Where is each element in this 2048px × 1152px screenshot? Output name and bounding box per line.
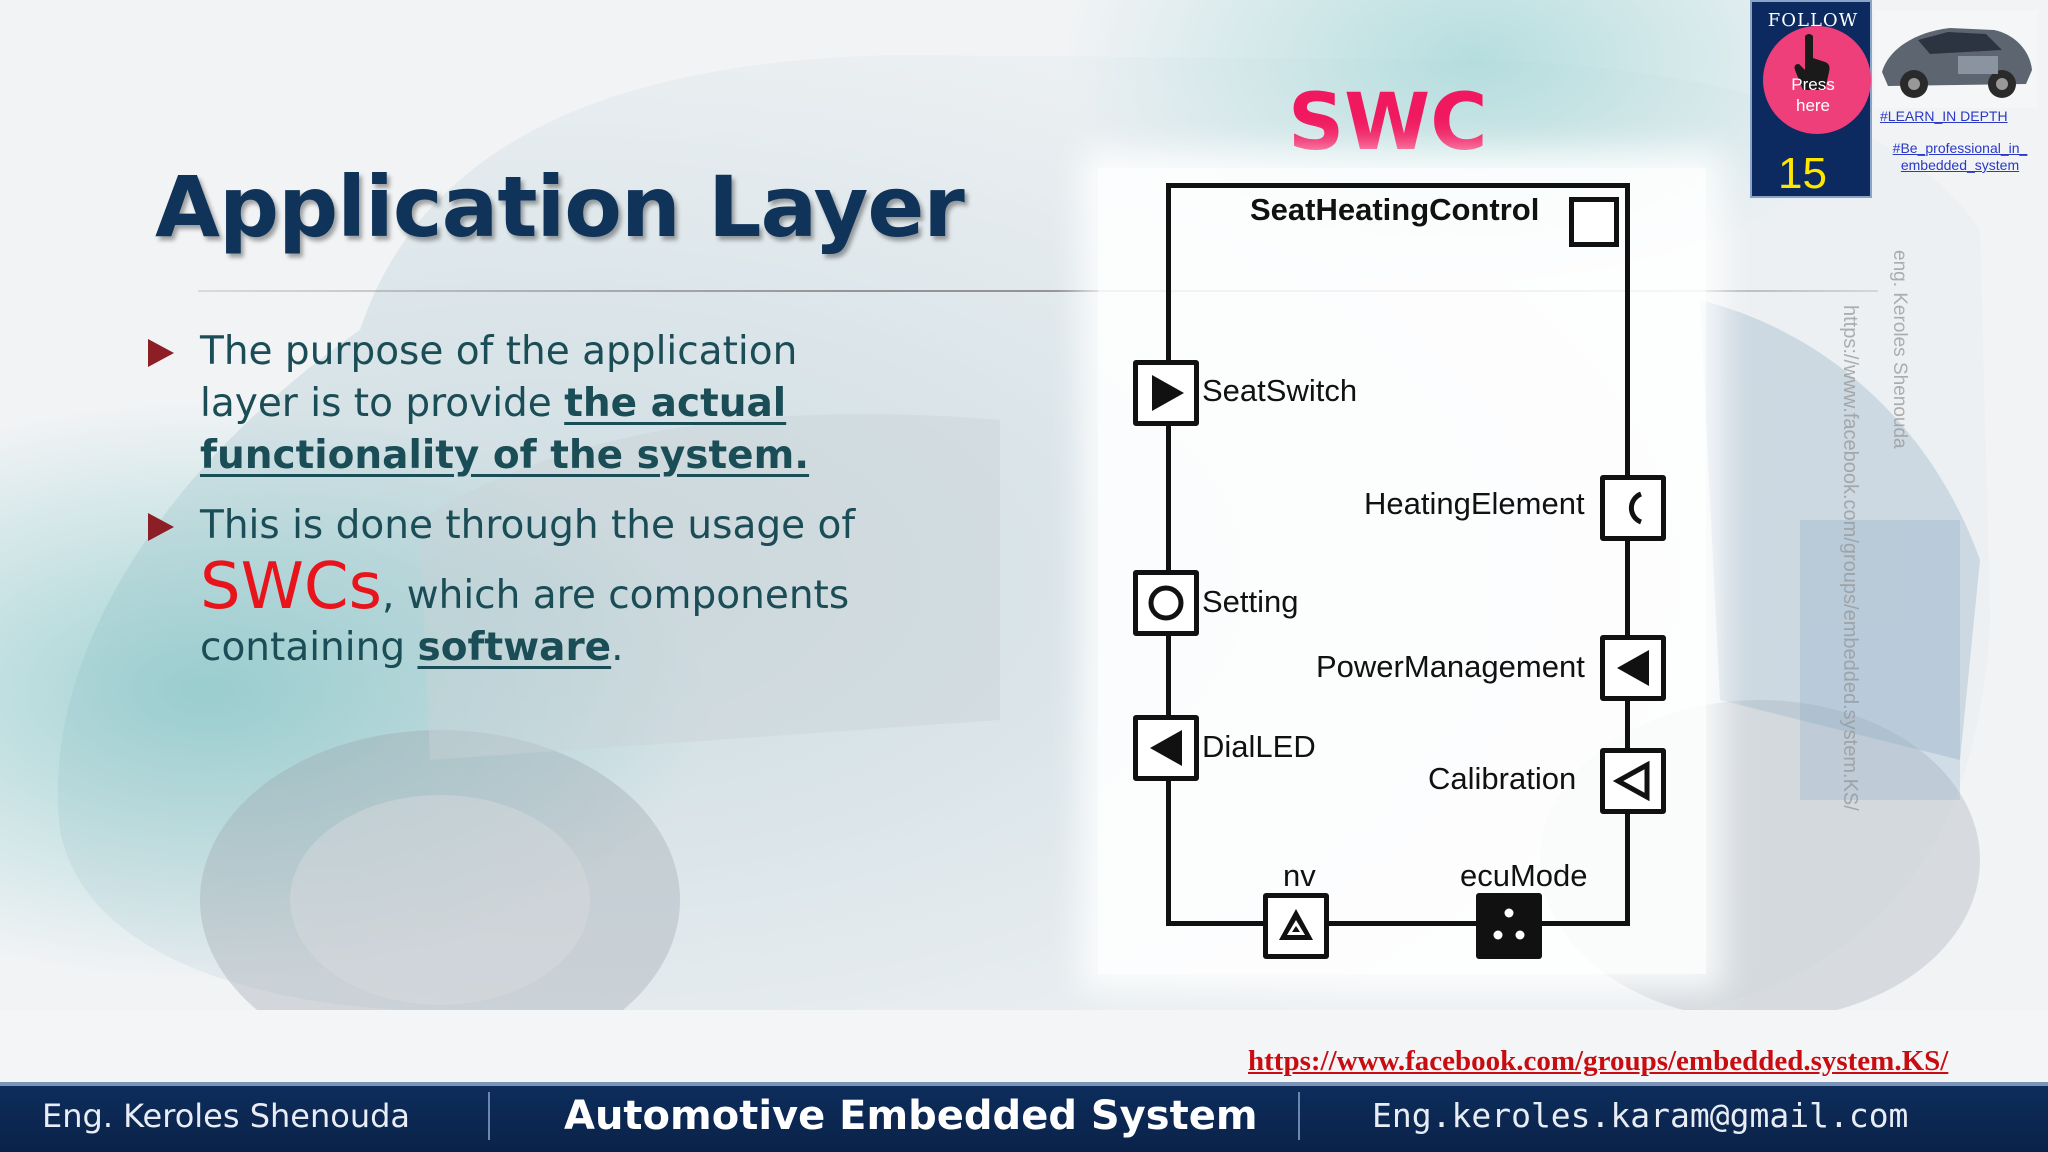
page-title: Application Layer	[155, 158, 965, 256]
calibration-label: Calibration	[1428, 761, 1577, 796]
press-here-text: Press here	[1791, 75, 1835, 115]
bullet-text-post: .	[611, 625, 624, 670]
bullet-text: This is done through the usage of	[200, 503, 856, 548]
component-name: SeatHeatingControl	[1250, 192, 1540, 227]
bullet-text: The purpose of the application layer is …	[200, 329, 798, 426]
footer-email[interactable]: Eng.keroles.karam@gmail.com	[1372, 1096, 1909, 1135]
bullet-arrow-icon	[148, 513, 174, 541]
component-icon	[1569, 197, 1619, 247]
dial-led-label: DialLED	[1202, 729, 1316, 764]
nv-port-icon	[1263, 893, 1329, 959]
footer-divider	[488, 1092, 490, 1140]
component-box	[1166, 183, 1630, 926]
ecu-mode-port-icon	[1476, 893, 1542, 959]
author-watermark: eng. Keroles Shenouda	[1889, 250, 1910, 449]
bullet-swcs: This is done through the usage of SWCs, …	[148, 500, 940, 674]
title-divider	[198, 290, 1878, 292]
press-here-button[interactable]	[1763, 26, 1871, 134]
software-emphasis: software	[417, 625, 612, 670]
dial-led-port-icon	[1133, 715, 1199, 781]
hand-pointer-icon	[1794, 34, 1830, 90]
footer-divider	[1298, 1092, 1300, 1140]
swc-heading: SWC	[1288, 78, 1488, 168]
power-management-port-icon	[1600, 635, 1666, 701]
calibration-port-icon	[1600, 748, 1666, 814]
power-management-label: PowerManagement	[1316, 649, 1585, 684]
bullet-arrow-icon	[148, 339, 174, 367]
be-professional-link[interactable]: #Be_professional_in_ embedded_system	[1892, 140, 2028, 173]
footer-course-title: Automotive Embedded System	[564, 1093, 1258, 1139]
bullet-text-mid: , which are components containing	[200, 573, 850, 670]
setting-port-icon	[1133, 570, 1199, 636]
footer-author: Eng. Keroles Shenouda	[42, 1097, 411, 1135]
facebook-group-link[interactable]: https://www.facebook.com/groups/embedded…	[1248, 1045, 1949, 1077]
footer-bar	[0, 1082, 2048, 1152]
nv-label: nv	[1283, 858, 1316, 893]
heating-element-port-icon	[1600, 475, 1666, 541]
page-number: 15	[1778, 149, 1827, 198]
setting-label: Setting	[1202, 584, 1299, 619]
seat-switch-label: SeatSwitch	[1202, 373, 1358, 408]
learn-in-depth-link[interactable]: #LEARN_IN DEPTH	[1880, 108, 2008, 124]
swcs-highlight: SWCs	[200, 550, 382, 624]
diagram-panel	[1098, 168, 1706, 974]
bullet-emphasis: the actual functionality of the system.	[200, 381, 810, 478]
car-thumbnail-image	[1874, 10, 2038, 108]
ecu-mode-label: ecuMode	[1460, 858, 1588, 893]
url-watermark: https://www.facebook.com/groups/embedded…	[1839, 305, 1861, 811]
heating-element-label: HeatingElement	[1364, 486, 1585, 521]
bullet-purpose: The purpose of the application layer is …	[148, 326, 880, 482]
seat-switch-port-icon	[1133, 360, 1199, 426]
